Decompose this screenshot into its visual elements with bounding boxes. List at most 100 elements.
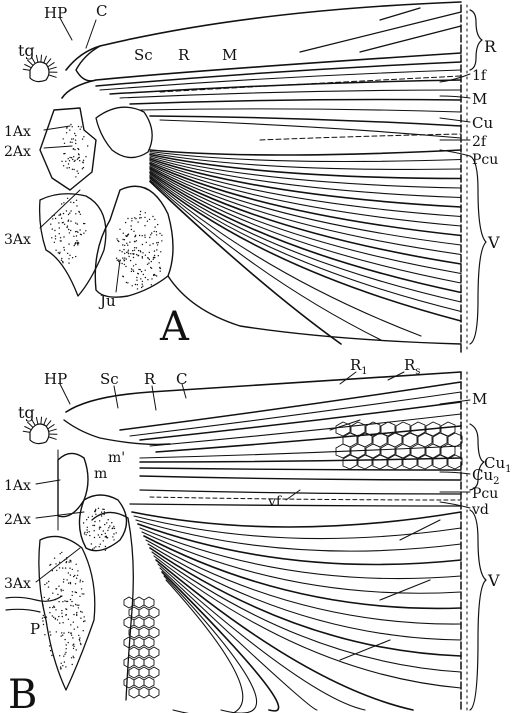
stipple-dot-a xyxy=(71,142,72,143)
leader-vd xyxy=(440,502,470,508)
brace-r-a xyxy=(470,10,482,70)
stipple-dot-a xyxy=(139,217,140,218)
upper-vein-a xyxy=(130,100,461,105)
stipple-dot-a xyxy=(135,284,136,285)
stipple-dot-a xyxy=(83,160,84,161)
stipple-dot-b xyxy=(79,640,80,641)
stipple-dot-a xyxy=(151,232,152,233)
stipple-dot-b xyxy=(73,644,74,645)
stipple-dot-a xyxy=(71,138,72,139)
stipple-dot-a xyxy=(159,262,160,263)
stipple-dot-b xyxy=(69,561,70,562)
stipple-dot-b xyxy=(106,548,107,549)
stipple-dot-b xyxy=(72,569,73,570)
label-c-b: C xyxy=(176,370,187,388)
stipple-dot-b xyxy=(64,639,65,640)
leader-cu2 xyxy=(440,472,470,474)
stipple-dot-a xyxy=(62,262,63,263)
label-tg-a: tg xyxy=(18,41,35,60)
jugal-net-cell xyxy=(129,607,139,618)
jugal-net-cell xyxy=(149,687,159,698)
stipple-dot-a xyxy=(133,231,134,232)
humeral-plate-b xyxy=(64,420,170,444)
stipple-dot-a xyxy=(156,275,157,276)
stipple-dot-b xyxy=(83,630,84,631)
tegula-hair-b xyxy=(50,429,57,431)
stipple-dot-a xyxy=(158,255,159,256)
stipple-dot-a xyxy=(137,255,138,256)
stipple-dot-a xyxy=(55,235,56,236)
stipple-dot-b xyxy=(102,509,103,510)
panel-letter-b: B xyxy=(8,672,37,713)
stipple-dot-b xyxy=(52,593,53,594)
stipple-dot-b xyxy=(61,635,62,636)
stipple-dot-a xyxy=(128,250,129,251)
stipple-dot-a xyxy=(59,227,60,228)
stipple-dot-a xyxy=(116,258,117,259)
stipple-dot-b xyxy=(73,657,74,658)
tegula-hair-a xyxy=(41,55,42,62)
stipple-dot-b xyxy=(66,561,67,562)
stipple-dot-b xyxy=(62,590,63,591)
stipple-dot-a xyxy=(85,156,86,157)
stipple-dot-b xyxy=(113,539,114,540)
stipple-dot-b xyxy=(72,591,73,592)
stipple-dot-b xyxy=(64,600,65,601)
stipple-dot-a xyxy=(63,222,64,223)
stipple-dot-b xyxy=(65,567,66,568)
stipple-dot-b xyxy=(89,531,90,532)
stipple-dot-a xyxy=(130,253,131,254)
stipple-dot-b xyxy=(70,599,71,600)
stipple-dot-b xyxy=(99,528,100,529)
stipple-dot-a xyxy=(73,148,74,149)
stipple-dot-a xyxy=(149,219,150,220)
stipple-dot-b xyxy=(62,635,63,636)
stipple-dot-a xyxy=(68,158,69,159)
stipple-dot-b xyxy=(59,655,60,656)
panel-b: tg HP Sc R C R1 Rs m' m 1Ax 2Ax 3Ax P vf… xyxy=(4,356,512,713)
stipple-dot-a xyxy=(77,159,78,160)
stipple-dot-a xyxy=(68,258,69,259)
stipple-dot-b xyxy=(73,576,74,577)
stipple-dot-a xyxy=(154,219,155,220)
stipple-dot-b xyxy=(87,527,88,528)
vannal-vein-b xyxy=(132,512,461,527)
stipple-dot-a xyxy=(116,238,117,239)
tegula-hair-a xyxy=(23,69,30,70)
stipple-dot-b xyxy=(104,511,105,512)
tegula-hair-b xyxy=(36,417,38,424)
tegula-hair-a xyxy=(48,63,54,67)
jugal-net-cell xyxy=(134,657,144,668)
stipple-dot-b xyxy=(87,532,88,533)
leader-ju-a xyxy=(116,260,120,292)
stipple-dot-b xyxy=(60,666,61,667)
stipple-dot-a xyxy=(154,255,155,256)
stipple-dot-b xyxy=(103,530,104,531)
stipple-dot-a xyxy=(138,250,139,251)
stipple-dot-b xyxy=(64,654,65,655)
label-vf: vf xyxy=(267,494,283,510)
stipple-dot-a xyxy=(126,243,127,244)
cross-vein-b xyxy=(400,520,440,540)
stipple-dot-a xyxy=(76,231,77,232)
tegula-hair-a xyxy=(36,55,38,62)
upper-vein-b xyxy=(140,458,461,462)
stipple-dot-b xyxy=(92,516,93,517)
stipple-dot-a xyxy=(145,270,146,271)
stipple-dot-b xyxy=(60,668,61,669)
stipple-dot-b xyxy=(46,582,47,583)
tegula-hair-a xyxy=(25,65,31,68)
stipple-dot-b xyxy=(77,570,78,571)
stipple-dot-a xyxy=(154,231,155,232)
stipple-dot-a xyxy=(119,250,120,251)
stipple-dot-a xyxy=(131,229,132,230)
stipple-dot-a xyxy=(73,156,74,157)
stipple-dot-b xyxy=(43,615,44,616)
vannal-vein-b xyxy=(152,552,461,672)
stipple-dot-a xyxy=(136,247,137,248)
stipple-dot-a xyxy=(145,277,146,278)
label-right-2f: 2f xyxy=(472,134,488,150)
stipple-dot-a xyxy=(76,235,77,236)
stipple-dot-b xyxy=(68,583,69,584)
stipple-dot-b xyxy=(44,634,45,635)
